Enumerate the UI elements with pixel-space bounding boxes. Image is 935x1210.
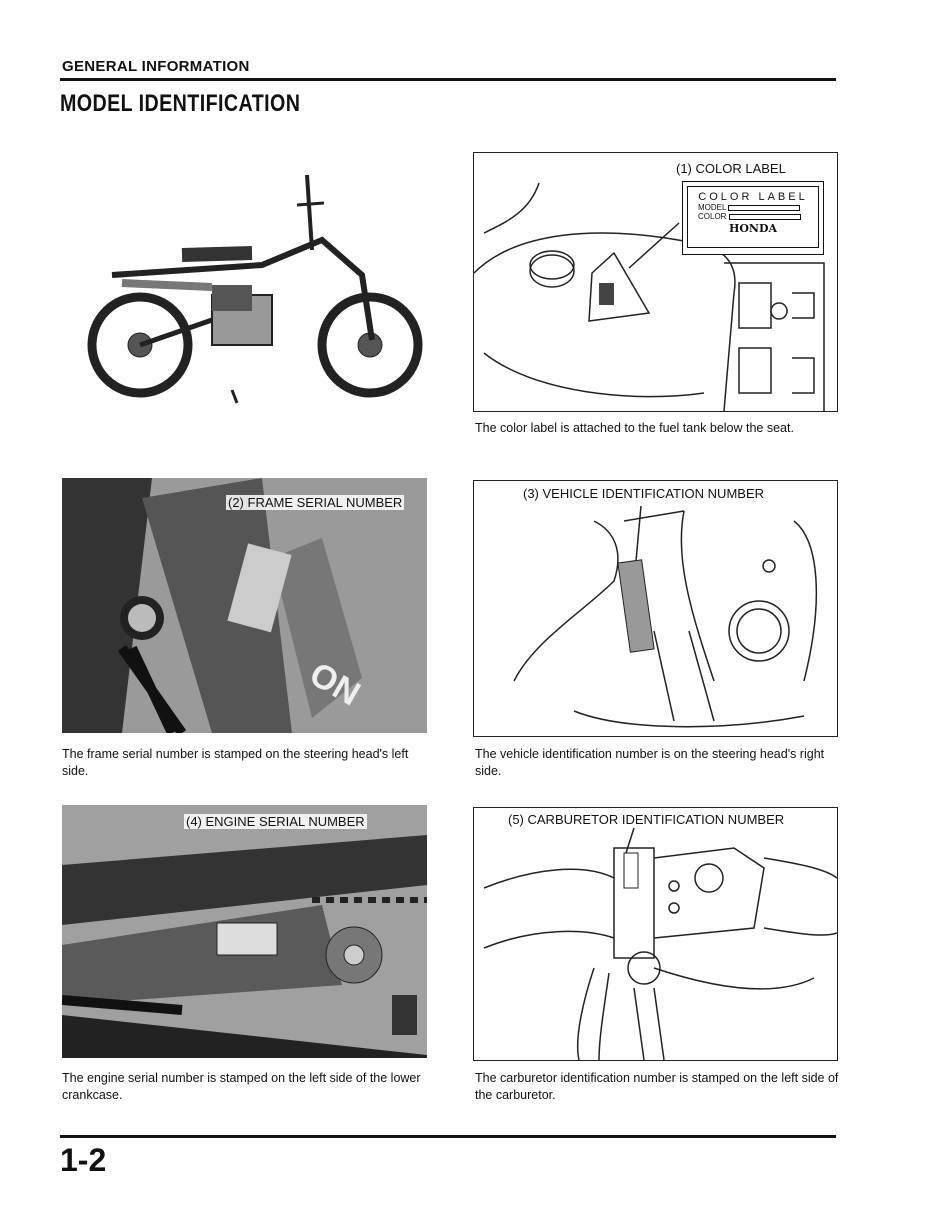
color-label-diagram: (1) COLOR LABEL COLOR LABEL MODEL COLOR … xyxy=(473,152,838,412)
vin-callout: (3) VEHICLE IDENTIFICATION NUMBER xyxy=(521,486,767,501)
carburetor-diagram: (5) CARBURETOR IDENTIFICATION NUMBER xyxy=(473,807,838,1061)
plate-model: MODEL xyxy=(698,203,727,212)
engine-serial-callout: (4) ENGINE SERIAL NUMBER xyxy=(184,814,367,829)
frame-serial-caption: The frame serial number is stamped on th… xyxy=(62,747,409,778)
engine-serial-photo: (4) ENGINE SERIAL NUMBER xyxy=(62,805,427,1058)
vin-caption: The vehicle identification number is on … xyxy=(475,747,825,778)
footer-rule xyxy=(60,1135,836,1138)
carburetor-callout: (5) CARBURETOR IDENTIFICATION NUMBER xyxy=(506,812,787,827)
plate-color: COLOR xyxy=(698,212,727,221)
frame-serial-photo: ON (2) FRAME SERIAL NUMBER xyxy=(62,478,427,733)
color-label-caption: The color label is attached to the fuel … xyxy=(475,421,794,435)
color-label-callout: (1) COLOR LABEL xyxy=(674,161,788,176)
motorcycle-photo xyxy=(62,155,440,405)
frame-serial-callout: (2) FRAME SERIAL NUMBER xyxy=(226,495,405,510)
engine-serial-caption: The engine serial number is stamped on t… xyxy=(62,1071,421,1102)
page-heading: MODEL IDENTIFICATION xyxy=(60,90,301,117)
page-number: 1-2 xyxy=(60,1142,107,1178)
plate-brand: HONDA xyxy=(728,222,778,235)
plate-title: COLOR LABEL xyxy=(698,191,808,203)
header-rule xyxy=(60,78,836,81)
section-title: GENERAL INFORMATION xyxy=(62,58,250,75)
vin-diagram: (3) VEHICLE IDENTIFICATION NUMBER xyxy=(473,480,838,737)
carburetor-caption: The carburetor identification number is … xyxy=(475,1071,839,1102)
color-label-plate: COLOR LABEL MODEL COLOR HONDA xyxy=(682,181,824,255)
